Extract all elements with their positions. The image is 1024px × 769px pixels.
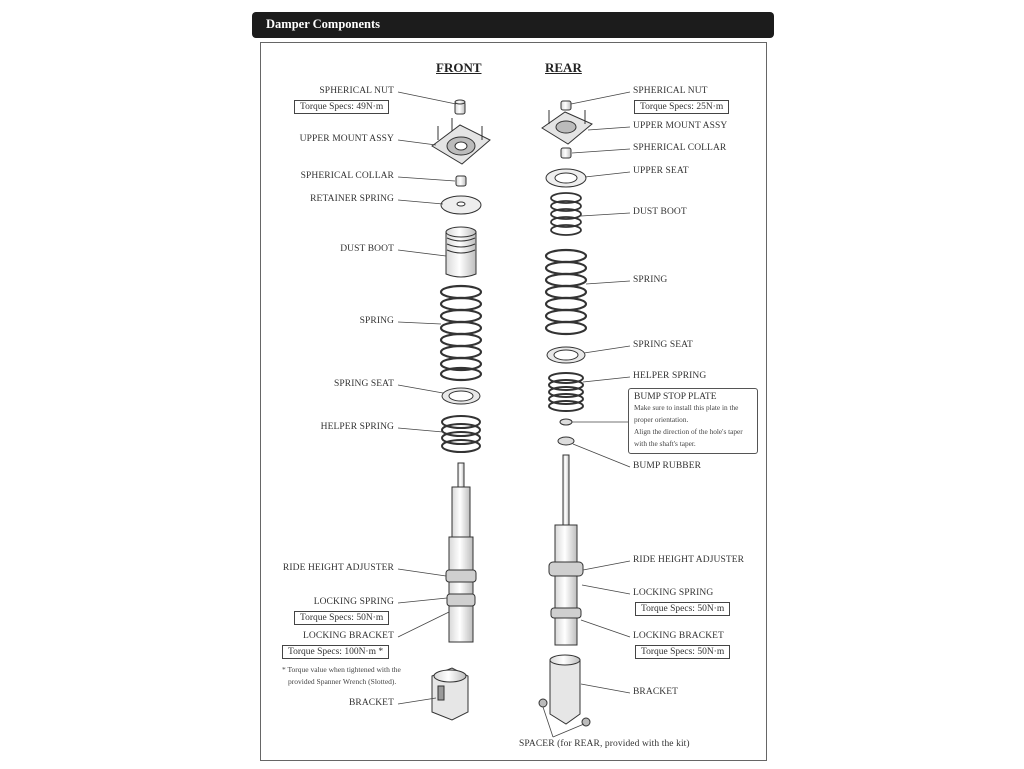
bump-stop-line2: proper orientation. [634,415,689,424]
rear-dust-boot [550,192,582,236]
front-locking-bracket-torque: Torque Specs: 100N·m * [282,645,390,659]
front-spherical-collar-label: SPHERICAL COLLAR [300,171,394,181]
rear-bracket [538,654,591,727]
rear-main-spring [544,248,588,336]
rear-locking-spring-label: LOCKING SPRING [633,588,714,598]
rear-upper-mount [541,110,593,145]
front-helper-spring [441,415,481,453]
rear-helper-spring-label: HELPER SPRING [633,371,707,381]
front-dust-boot-label: DUST BOOT [340,244,394,254]
rear-bump-stop-plate [559,418,573,426]
front-ride-height-label: RIDE HEIGHT ADJUSTER [282,563,394,573]
rear-spring-seat [546,346,586,364]
rear-spherical-nut-torque: Torque Specs: 25N·m [634,100,730,114]
bump-stop-line3: Align the direction of the hole's taper [634,427,743,436]
front-spherical-nut-torque: Torque Specs: 49N·m [294,100,390,114]
front-bracket [431,667,469,721]
front-damper-body [445,462,477,643]
bump-stop-line1: Make sure to install this plate in the [634,403,739,412]
front-upper-mount-label: UPPER MOUNT ASSY [299,134,394,144]
rear-upper-mount-label: UPPER MOUNT ASSY [633,121,728,131]
bump-stop-title: BUMP STOP PLATE [634,392,717,402]
rear-column-title: REAR [545,60,582,75]
rear-ride-height-label: RIDE HEIGHT ADJUSTER [633,555,745,565]
front-retainer-spring-label: RETAINER SPRING [310,194,394,204]
rear-spherical-nut [560,100,572,111]
rear-bump-rubber [557,436,575,446]
front-locking-bracket-label: LOCKING BRACKET [303,631,394,641]
front-retainer-spring [440,195,482,215]
section-title: Damper Components [266,17,381,31]
rear-spring-label: SPRING [633,275,668,285]
rear-spherical-nut-label: SPHERICAL NUT [633,86,708,96]
rear-upper-seat-label: UPPER SEAT [633,166,689,176]
front-spring-seat [441,387,481,405]
front-spherical-collar [455,175,467,187]
rear-helper-spring [548,372,584,412]
front-torque-note-line1: * Torque value when tightened with the [282,665,401,674]
rear-locking-bracket-torque: Torque Specs: 50N·m [635,645,731,659]
rear-dust-boot-label: DUST BOOT [633,207,687,217]
front-spring-seat-label: SPRING SEAT [334,379,394,389]
section-header: Damper Components [252,12,774,38]
front-dust-boot [445,226,477,278]
front-locking-spring-label: LOCKING SPRING [313,597,394,607]
front-torque-note-line2: provided Spanner Wrench (Slotted). [288,677,397,686]
diagram-frame [260,42,767,761]
front-upper-mount [431,118,491,165]
bump-stop-plate-callout: BUMP STOP PLATE Make sure to install thi… [628,388,758,454]
rear-spring-seat-label: SPRING SEAT [633,340,693,350]
front-spring-label: SPRING [359,316,394,326]
front-bracket-label: BRACKET [348,698,394,708]
rear-spacer-label: SPACER (for REAR, provided with the kit) [519,739,690,749]
front-helper-spring-label: HELPER SPRING [320,422,394,432]
rear-locking-spring-torque: Torque Specs: 50N·m [635,602,731,616]
rear-bracket-label: BRACKET [633,687,679,697]
bump-stop-line4: with the shaft's taper. [634,439,696,448]
front-column-title: FRONT [436,60,482,75]
front-main-spring [439,284,483,382]
rear-upper-seat [545,168,587,188]
front-locking-spring-torque: Torque Specs: 50N·m [294,611,390,625]
rear-bump-rubber-label: BUMP RUBBER [633,461,702,471]
rear-damper-body [548,454,584,646]
front-spherical-nut [454,99,466,115]
rear-locking-bracket-label: LOCKING BRACKET [633,631,724,641]
rear-spherical-collar-label: SPHERICAL COLLAR [633,143,727,153]
front-spherical-nut-label: SPHERICAL NUT [319,86,394,96]
leader-lines [397,91,631,738]
rear-spherical-collar [560,147,572,159]
